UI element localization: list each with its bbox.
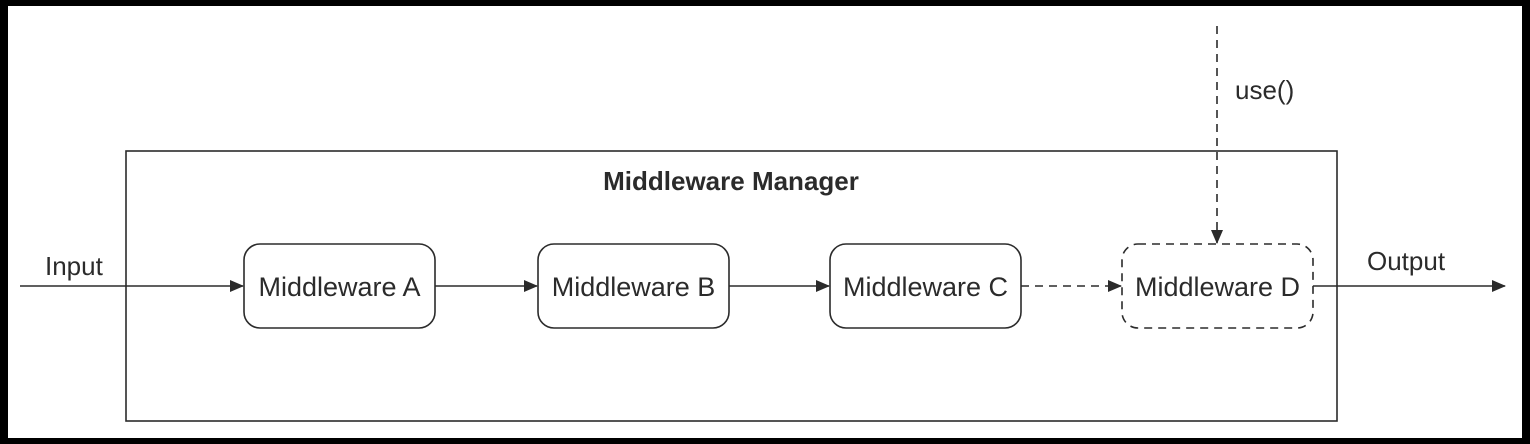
node-b-box — [537, 243, 730, 329]
node-middleware-a: Middleware A — [243, 243, 436, 329]
node-middleware-c: Middleware C — [829, 243, 1022, 329]
node-a-label: Middleware A — [258, 272, 420, 302]
node-c-box — [829, 243, 1022, 329]
output-label: Output — [1367, 246, 1446, 276]
node-middleware-d: Middleware D — [1121, 243, 1314, 329]
diagram-canvas — [8, 6, 1522, 438]
node-c-label: Middleware C — [843, 272, 1008, 302]
manager-title: Middleware Manager — [603, 166, 859, 196]
node-d-label: Middleware D — [1135, 272, 1300, 302]
node-middleware-b: Middleware B — [537, 243, 730, 329]
use-label: use() — [1235, 75, 1294, 105]
node-a-box — [243, 243, 436, 329]
node-d-box-dashed — [1121, 243, 1314, 329]
input-label: Input — [45, 251, 104, 281]
node-b-label: Middleware B — [552, 272, 716, 302]
